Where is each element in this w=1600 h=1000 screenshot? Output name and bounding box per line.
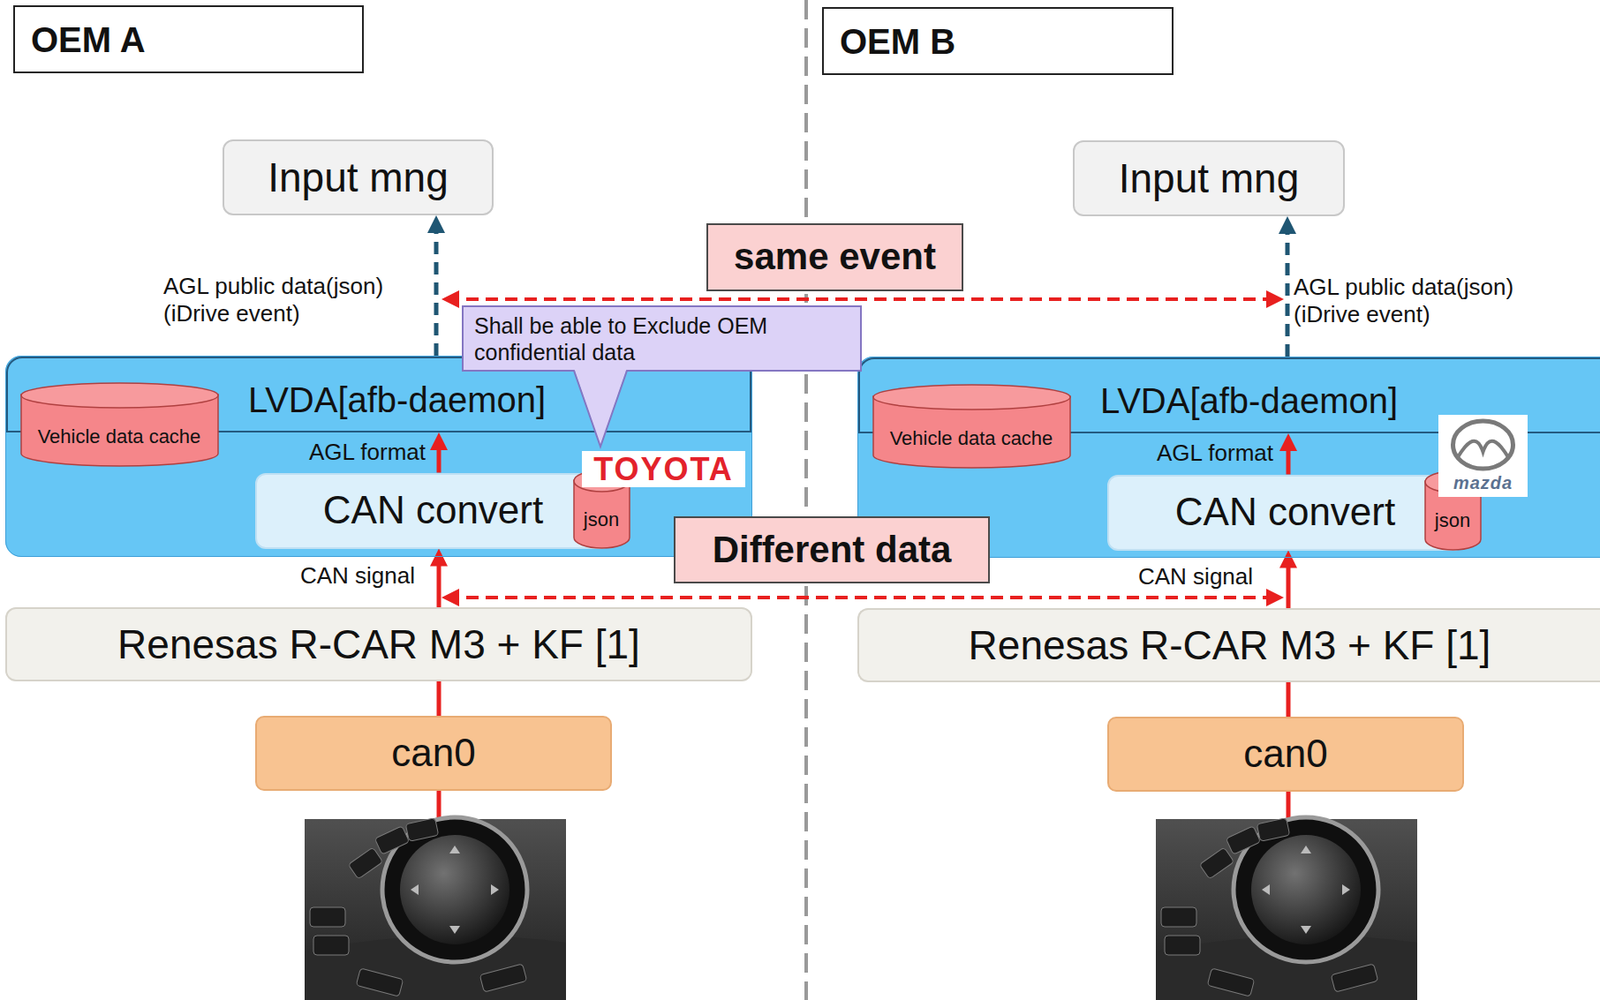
- box-text: Input mng: [267, 154, 449, 202]
- callout-bubble: Shall be able to Exclude OEM confidentia…: [461, 305, 862, 372]
- converter-box: CAN convert: [255, 473, 612, 550]
- note-box: same event: [706, 223, 964, 292]
- brand-logo: TOYOTA: [581, 451, 746, 488]
- box-text: Vehicle data cache: [890, 427, 1054, 450]
- signal-arrow: [1286, 438, 1291, 476]
- data-cache-cylinder: Vehicle data cache: [872, 384, 1072, 469]
- signal-arrow: [1286, 556, 1291, 610]
- flow-label: AGL public data(json) (iDrive event): [1293, 273, 1559, 329]
- signal-wire: [437, 681, 442, 717]
- box-text: CAN convert: [1175, 490, 1396, 536]
- box-text: Shall be able to Exclude OEM confidentia…: [474, 312, 850, 366]
- can-interface-box: can0: [1107, 716, 1465, 793]
- logo-oval: [1453, 421, 1514, 469]
- signal-arrow: [437, 554, 442, 609]
- brand-logo: mazda: [1438, 415, 1528, 498]
- signal-arrow: [437, 437, 442, 474]
- comparison-arrow: [446, 297, 1279, 302]
- divider-line: [804, 374, 808, 514]
- data-flow-arrow: [434, 220, 439, 356]
- wire: [437, 791, 442, 820]
- logo-wing: [1457, 441, 1509, 458]
- oem-title-box: OEM B: [822, 7, 1174, 76]
- box-text: LVDA[afb-daemon]: [1100, 380, 1398, 422]
- box-text: OEM A: [30, 19, 146, 61]
- signal-label: CAN signal: [1138, 563, 1253, 591]
- oem-title-box: OEM A: [13, 5, 364, 74]
- divider-line: [804, 0, 808, 221]
- callout-tail-outline: [573, 370, 627, 447]
- box-text: LVDA[afb-daemon]: [248, 379, 546, 421]
- board-box: Renesas R-CAR M3 + KF [1]: [5, 607, 753, 682]
- box-text: can0: [391, 731, 476, 777]
- signal-wire: [1286, 682, 1291, 717]
- data-cache-cylinder: Vehicle data cache: [20, 382, 219, 468]
- box-text: Input mng: [1118, 155, 1300, 203]
- format-label: AGL format: [1156, 439, 1274, 468]
- box-text: json: [1434, 509, 1471, 532]
- input-manager-box: Input mng: [1072, 140, 1345, 217]
- format-label: AGL format: [309, 438, 426, 467]
- wire: [1286, 792, 1291, 820]
- box-text: CAN convert: [323, 488, 544, 534]
- signal-label: CAN signal: [300, 562, 416, 590]
- cylinder-top: [873, 384, 1071, 410]
- box-text: Vehicle data cache: [37, 425, 202, 448]
- logo-text: mazda: [1438, 472, 1528, 494]
- box-text: Renesas R-CAR M3 + KF [1]: [117, 621, 641, 669]
- callout-tail: [573, 368, 627, 447]
- data-flow-arrow: [1285, 221, 1291, 357]
- note-box: Different data: [673, 516, 990, 584]
- controller-photo: [1155, 817, 1418, 1000]
- cylinder-shape: [20, 382, 219, 468]
- input-manager-box: Input mng: [222, 139, 494, 216]
- box-text: can0: [1243, 732, 1328, 778]
- box-text: same event: [733, 235, 936, 279]
- box-text: OEM B: [839, 21, 956, 62]
- comparison-arrow: [446, 596, 1279, 600]
- divider-line: [804, 0, 808, 1000]
- cylinder-top: [21, 383, 219, 408]
- converter-box: CAN convert: [1107, 475, 1465, 551]
- divider-line: [804, 586, 808, 1000]
- box-text: json: [583, 508, 619, 531]
- cylinder-shape: [872, 384, 1072, 469]
- controller-photo: [304, 817, 567, 1000]
- box-text: Renesas R-CAR M3 + KF [1]: [968, 622, 1492, 670]
- board-box: Renesas R-CAR M3 + KF [1]: [857, 608, 1600, 683]
- flow-label: AGL public data(json) (iDrive event): [163, 272, 420, 328]
- box-text: Different data: [712, 528, 952, 572]
- can-interface-box: can0: [255, 716, 612, 792]
